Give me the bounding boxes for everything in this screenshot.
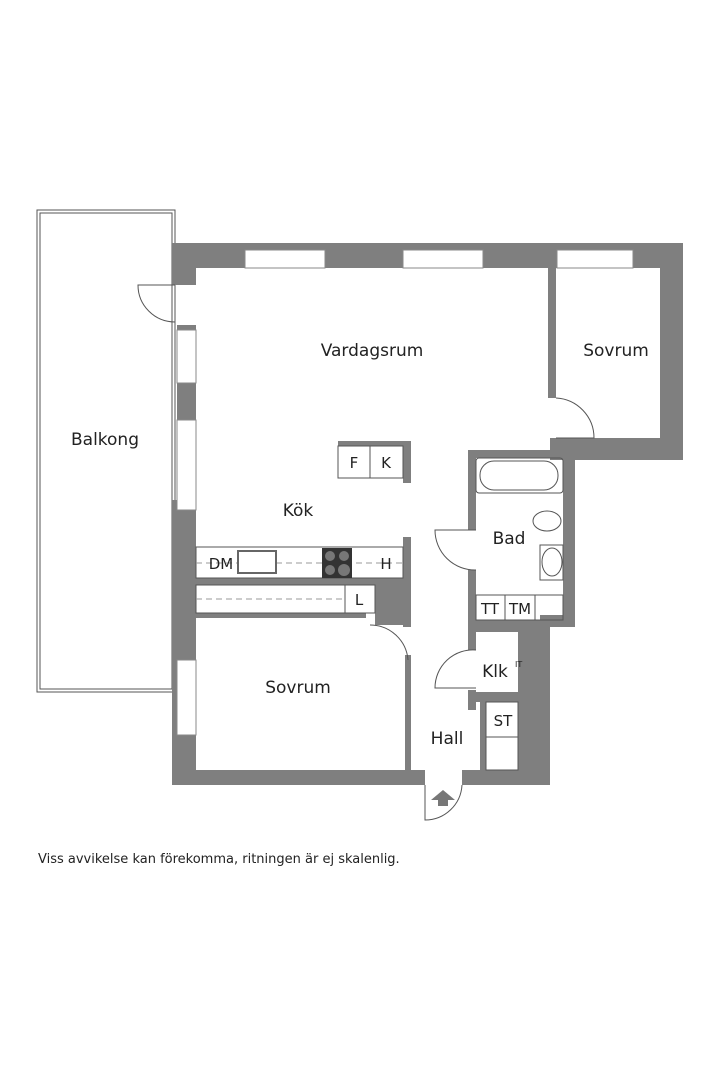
sink	[237, 550, 277, 574]
doors	[137, 284, 595, 821]
balcony-outline	[36, 209, 176, 693]
fixture-label-fridge: F	[350, 454, 359, 472]
entrance-arrow-icon	[431, 790, 455, 806]
room-label-sovrum: Sovrum	[265, 678, 331, 698]
room-label-sovrum: Sovrum	[583, 341, 649, 361]
room-label-hall: Hall	[431, 729, 464, 749]
room-label-vardagsrum: Vardagsrum	[321, 341, 424, 361]
room-label-kok: Kök	[283, 501, 314, 521]
fixture-label-it: IT	[515, 660, 522, 669]
fixture-label-washer: TM	[508, 600, 531, 618]
fixture-label-dryer: TT	[480, 600, 500, 618]
fixture-label-dishwasher: DM	[209, 555, 234, 573]
room-label-balkong: Balkong	[71, 430, 139, 450]
disclaimer-text: Viss avvikelse kan förekomma, ritningen …	[38, 852, 400, 867]
walls	[172, 243, 683, 785]
toilet	[532, 510, 562, 532]
washbasin	[541, 547, 563, 577]
fixture-label-l: L	[355, 591, 364, 609]
fixture-label-freezer: K	[381, 454, 392, 472]
room-label-klk: Klk	[482, 662, 508, 682]
fixture-label-h: H	[380, 555, 391, 573]
room-label-bad: Bad	[493, 529, 526, 549]
windows	[176, 249, 634, 736]
fixture-label-storage: ST	[494, 712, 514, 730]
bathtub	[475, 457, 564, 494]
